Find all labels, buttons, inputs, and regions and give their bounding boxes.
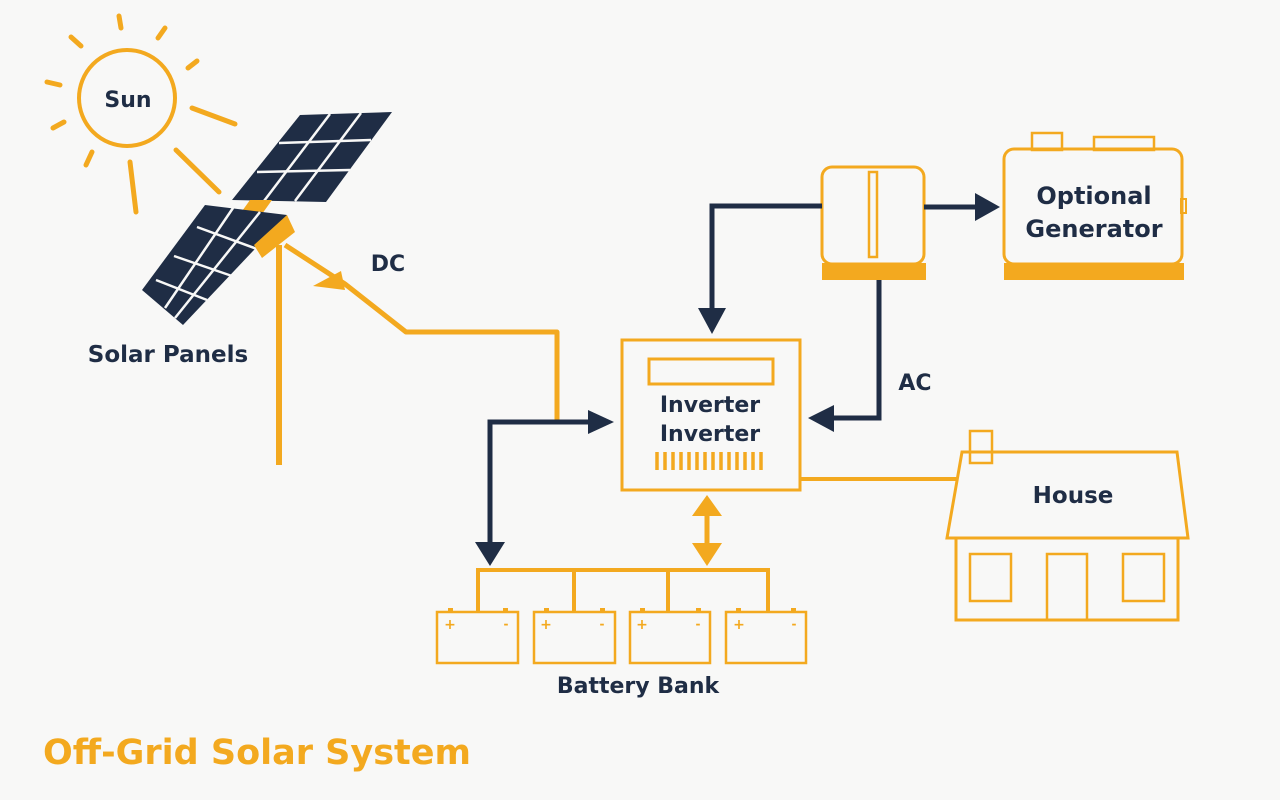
solar-panel-upper-icon [232, 112, 392, 202]
house-body [954, 536, 1180, 622]
svg-text:+: + [636, 617, 648, 633]
battery-icon: + - [532, 608, 617, 665]
inverter-label-1: Inverter [660, 393, 760, 418]
svg-text:-: - [792, 617, 797, 631]
generator: Optional Generator [1002, 131, 1187, 280]
solar-panels-label: Solar Panels [88, 342, 248, 368]
battery-bank: + - + - + - + - Battery Bank [435, 568, 808, 699]
inverter-battery-bidirectional [692, 495, 722, 566]
switch-generator-link [924, 193, 1000, 221]
svg-text:-: - [696, 617, 701, 631]
solar-panels: Solar Panels [88, 112, 392, 465]
house: House [945, 429, 1190, 622]
generator-label-1: Optional [1036, 182, 1151, 210]
arrow-down-icon [692, 543, 722, 566]
inverter-box [620, 338, 802, 492]
sun-circle-icon [77, 48, 177, 148]
solar-panel-lower-icon [142, 205, 287, 325]
inverter-vent-icon [655, 452, 763, 470]
svg-text:+: + [444, 617, 456, 633]
window-icon [968, 552, 1013, 603]
roof-icon [945, 450, 1190, 540]
svg-text:-: - [504, 617, 509, 631]
dc-arrow-icon [313, 271, 345, 290]
battery-icon: + - [628, 608, 712, 665]
inverter: Inverter Inverter [620, 338, 802, 492]
battery-inverter-link [475, 410, 614, 566]
ac-connection: AC [808, 280, 932, 432]
ac-label: AC [898, 371, 931, 396]
door-icon [1045, 552, 1089, 622]
transfer-switch [820, 165, 926, 280]
ac-arrow-icon [808, 405, 834, 432]
panel-mount-icon [254, 215, 295, 258]
inverter-display-icon [647, 357, 775, 386]
window-icon [1121, 552, 1166, 603]
svg-text:+: + [540, 617, 552, 633]
sun: Sun [44, 13, 238, 215]
svg-text:-: - [600, 617, 605, 631]
chimney-icon [968, 429, 994, 465]
arrow-right-to-inverter-icon [588, 410, 614, 434]
sun-label: Sun [104, 88, 151, 113]
diagram-title: Off-Grid Solar System [43, 733, 471, 773]
battery-bank-label: Battery Bank [557, 674, 721, 699]
dc-label: DC [371, 252, 405, 277]
dc-connection: DC [283, 242, 560, 420]
inverter-label-2: Inverter [660, 422, 760, 447]
battery-icon: + - [724, 608, 808, 665]
arrow-down-to-battery-icon [475, 542, 505, 566]
switch-inverter-link [698, 203, 822, 334]
house-label: House [1033, 483, 1114, 509]
battery-icon: + - [435, 608, 520, 665]
arrow-down-to-inverter-icon [698, 308, 726, 334]
arrow-up-icon [692, 495, 722, 516]
arrow-right-to-generator-icon [975, 193, 1000, 221]
svg-text:+: + [733, 617, 745, 633]
sun-rays-icon [44, 13, 238, 215]
generator-label-2: Generator [1025, 215, 1162, 243]
